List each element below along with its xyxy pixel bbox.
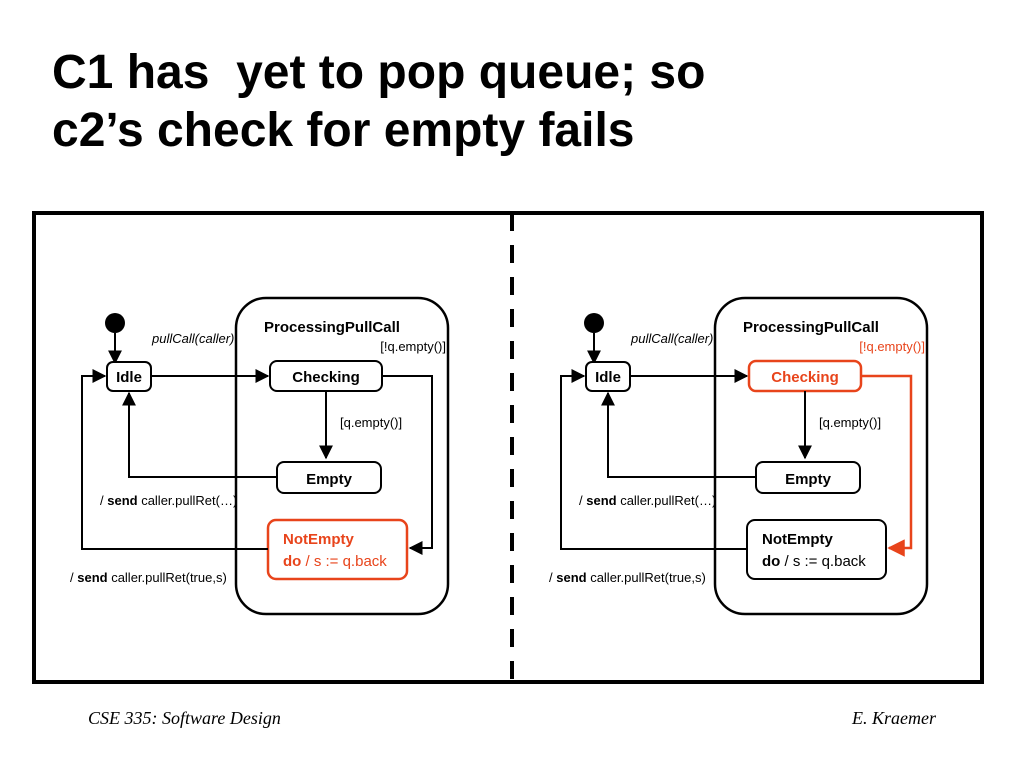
title-line-2: c2’s check for empty fails (52, 104, 635, 157)
composite-state-label: ProcessingPullCall (743, 319, 879, 336)
notempty-state-label: NotEmpty (762, 531, 833, 548)
left-panel: ProcessingPullCall pullCall(caller) [!q.… (70, 296, 450, 616)
checking-to-notempty-arrow (861, 374, 913, 557)
processing-pull-call-composite-state (713, 296, 929, 616)
checking-state-label: Checking (771, 369, 839, 386)
initial-state-dot (584, 313, 604, 333)
pull-call-label: pullCall(caller) (151, 331, 234, 346)
idle-state-label: Idle (116, 369, 142, 386)
right-panel: ProcessingPullCall pullCall(caller) [!q.… (549, 296, 929, 616)
checking-state-label: Checking (292, 369, 360, 386)
pull-call-label: pullCall(caller) (630, 331, 713, 346)
processing-pull-call-composite-state (234, 296, 450, 616)
send-notempty-action-label: / send caller.pullRet(true,s) (549, 570, 706, 585)
initial-state-dot (105, 313, 125, 333)
notempty-do-action-label: do / s := q.back (762, 553, 866, 570)
empty-to-idle-arrow (122, 391, 277, 478)
notempty-state (746, 519, 887, 580)
diagram-frame (32, 211, 984, 684)
slide-title: C1 has yet to pop queue; so c2’s check f… (52, 44, 992, 160)
checking-to-notempty-arrow (382, 375, 433, 555)
notempty-to-idle-arrow (560, 369, 747, 550)
not-empty-guard-label: [!q.empty()] (859, 339, 925, 354)
title-line-1: C1 has yet to pop queue; so (52, 46, 706, 99)
notempty-state-label: NotEmpty (283, 531, 354, 548)
not-empty-guard-label: [!q.empty()] (380, 339, 446, 354)
empty-guard-label: [q.empty()] (340, 415, 402, 430)
footer-author: E. Kraemer (852, 708, 936, 728)
composite-state-label: ProcessingPullCall (264, 319, 400, 336)
empty-to-idle-arrow (601, 391, 756, 478)
empty-guard-label: [q.empty()] (819, 415, 881, 430)
idle-state-label: Idle (595, 369, 621, 386)
notempty-do-action-label: do / s := q.back (283, 553, 387, 570)
send-empty-action-label: / send caller.pullRet(…) (579, 493, 716, 508)
footer-course: CSE 335: Software Design (88, 708, 281, 728)
empty-state-label: Empty (785, 471, 832, 488)
notempty-to-idle-arrow (81, 369, 268, 550)
empty-state-label: Empty (306, 471, 353, 488)
send-empty-action-label: / send caller.pullRet(…) (100, 493, 237, 508)
send-notempty-action-label: / send caller.pullRet(true,s) (70, 570, 227, 585)
notempty-state (266, 518, 409, 581)
